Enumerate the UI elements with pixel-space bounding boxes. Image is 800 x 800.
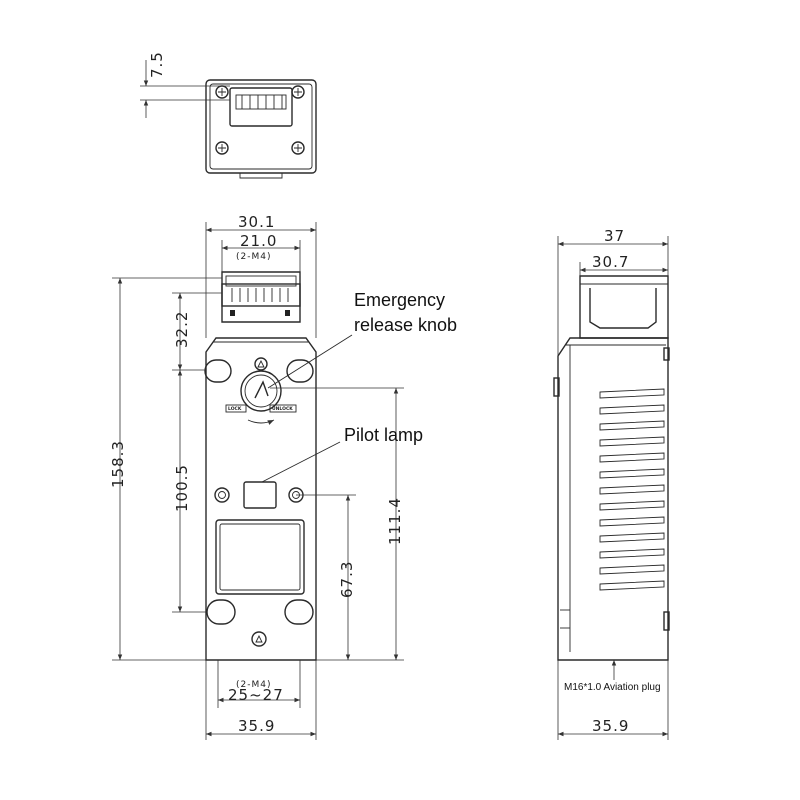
front-view: LOCK UNLOCK 30.1 21.0 (2-M4) 158.3 (109, 213, 457, 740)
dim-front-inner-width: 21.0 (240, 232, 277, 250)
knob-unlock-label: UNLOCK (272, 406, 293, 412)
knob-lock-label: LOCK (228, 406, 242, 412)
dim-front-offset: 32.2 (173, 311, 191, 348)
emergency-release-knob (240, 370, 282, 412)
top-view: 7.5 (140, 51, 317, 179)
dim-side-depth: 37 (604, 227, 625, 245)
dim-front-height: 158.3 (109, 440, 127, 488)
pilot-lamp (243, 481, 277, 509)
callout-pilot-lamp: Pilot lamp (344, 425, 423, 445)
dim-bottom-width: 35.9 (238, 717, 275, 735)
dim-front-width: 30.1 (238, 213, 275, 231)
dim-bottom-holes: (2-M4) (236, 680, 272, 690)
callout-emergency-line2: release knob (354, 315, 457, 335)
dim-hole-spacing: 100.5 (173, 464, 191, 512)
side-view: 37 30.7 M16*1.0 Aviation plug 35.9 (553, 227, 670, 740)
callout-emergency-line1: Emergency (354, 290, 445, 310)
dim-side-inner-depth: 30.7 (592, 253, 629, 271)
dim-top-gap: 7.5 (148, 51, 166, 78)
dim-top-holes: (2-M4) (236, 252, 272, 262)
dim-lamp-height: 111.4 (386, 497, 404, 545)
dim-bottom-spacing: 25~27 (228, 686, 284, 704)
dim-side-bottom-width: 35.9 (592, 717, 629, 735)
top-view-screws (215, 85, 305, 155)
side-view-fins (599, 388, 665, 591)
dim-lamp-to-bottom: 67.3 (338, 561, 356, 598)
callout-aviation-plug: M16*1.0 Aviation plug (564, 682, 661, 693)
